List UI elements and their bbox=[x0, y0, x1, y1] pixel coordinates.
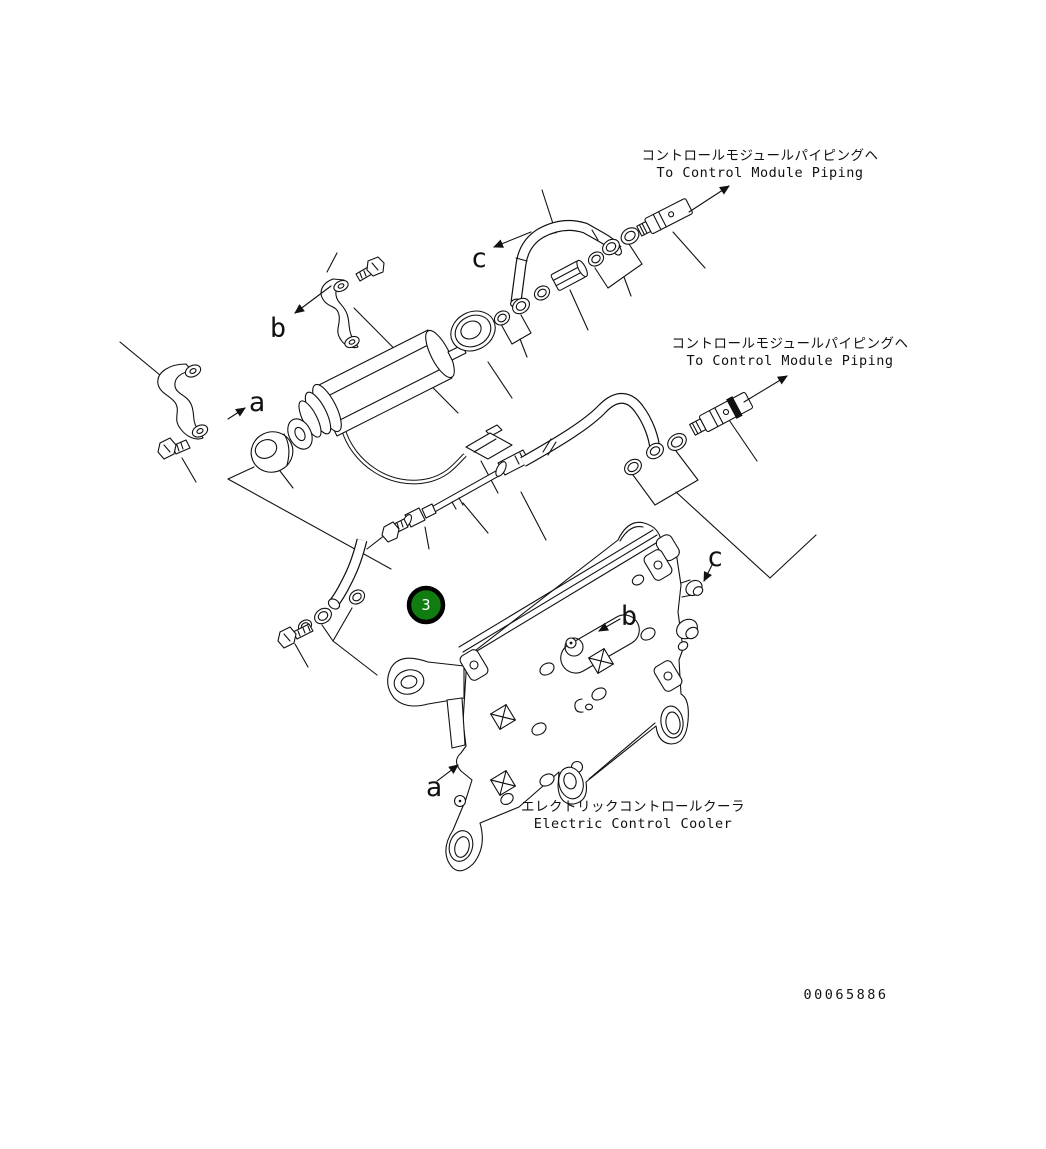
elbow-pipe-assembly bbox=[277, 538, 368, 649]
s-pipe-assembly bbox=[520, 392, 754, 476]
cooler-label-en: Electric Control Cooler bbox=[534, 816, 732, 832]
view-letters: c b a b c a bbox=[249, 243, 723, 803]
hex-nipple bbox=[550, 259, 588, 291]
module-connector-mid bbox=[689, 392, 754, 436]
large-seal-ring bbox=[450, 310, 496, 352]
cooler-label-jp: エレクトリックコントロールクーラ bbox=[521, 799, 745, 815]
view-letter-a-plate: a bbox=[426, 772, 442, 803]
plate-holes bbox=[500, 574, 656, 805]
o-rings bbox=[624, 433, 687, 476]
plate-right-bosses bbox=[676, 579, 704, 651]
view-letter-c-plate: c bbox=[707, 542, 723, 573]
view-letter-c-upper: c bbox=[471, 243, 487, 274]
pipe-plug-bolt bbox=[381, 518, 409, 543]
balloon-number: 3 bbox=[421, 596, 430, 614]
view-letter-b-upper: b bbox=[270, 313, 286, 344]
wire-connector-plug bbox=[465, 424, 513, 460]
o-rings bbox=[493, 227, 640, 326]
u-pipe-assembly bbox=[493, 198, 693, 326]
straight-pipe-assembly bbox=[381, 449, 531, 543]
mounting-pads bbox=[459, 549, 683, 692]
view-letter-a-upper: a bbox=[249, 387, 265, 418]
plug-bolt bbox=[277, 623, 314, 649]
solenoid-valve bbox=[287, 329, 513, 485]
annotations: コントロールモジュールパイピングヘ To Control Module Pipi… bbox=[521, 148, 908, 1003]
grommet bbox=[250, 431, 294, 473]
cooler-tube-rail bbox=[458, 529, 662, 658]
foot-boss bbox=[558, 760, 584, 800]
view-letter-b-plate: b bbox=[621, 601, 637, 632]
view-arrows bbox=[227, 185, 788, 782]
bolt-a bbox=[157, 437, 191, 460]
plate-slot bbox=[560, 614, 640, 674]
balloon-circle bbox=[406, 585, 446, 625]
bolt-b bbox=[355, 256, 385, 282]
piping-label-mid-en: To Control Module Piping bbox=[686, 353, 893, 369]
electric-control-cooler-plate bbox=[387, 521, 704, 872]
bracket-a bbox=[157, 363, 209, 460]
drawing-number: 00065886 bbox=[803, 987, 888, 1003]
piping-label-mid-jp: コントロールモジュールパイピングヘ bbox=[671, 336, 908, 352]
part-balloon-3[interactable]: 3 bbox=[406, 585, 446, 625]
piping-label-top-en: To Control Module Piping bbox=[656, 165, 863, 181]
square-pads bbox=[490, 648, 614, 796]
bracket-b bbox=[320, 256, 385, 349]
leader-lines bbox=[119, 189, 817, 676]
piping-label-top-jp: コントロールモジュールパイピングヘ bbox=[641, 148, 878, 164]
module-connector-top bbox=[636, 198, 693, 237]
